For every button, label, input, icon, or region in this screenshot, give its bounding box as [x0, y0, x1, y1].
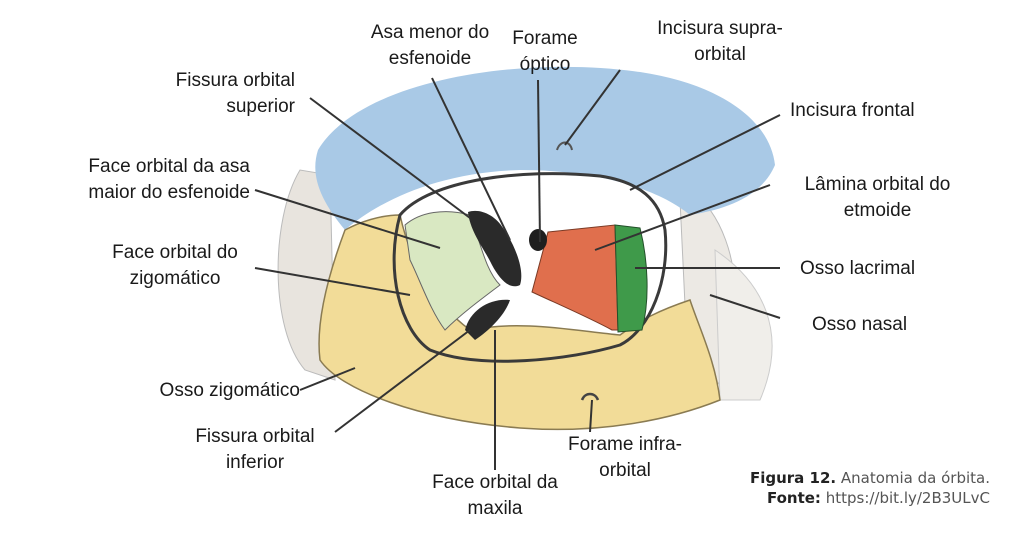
- caption-source: https://bit.ly/2B3ULvC: [825, 489, 990, 507]
- label-asa-menor: Asa menor do esfenoide: [370, 22, 490, 69]
- label-osso-zigomatico: Osso zigomático: [159, 380, 300, 401]
- infraorbital-foramen: [580, 392, 600, 401]
- label-incisura-frontal: Incisura frontal: [790, 100, 915, 121]
- supraorbital-notch: [556, 141, 573, 151]
- label-face-zigomatico: Face orbital do zigomático: [112, 242, 238, 289]
- caption-title: Anatomia da órbita.: [840, 469, 990, 487]
- label-face-asa-maior: Face orbital da asa maior do esfenoide: [88, 156, 250, 203]
- figure-caption: Figura 12. Anatomia da órbita. Fonte: ht…: [700, 468, 990, 508]
- orbital-rim: [392, 172, 668, 363]
- zygomatic-maxilla: [318, 214, 721, 431]
- label-lamina-etmoide: Lâmina orbital do etmoide: [804, 174, 951, 221]
- lacrimal-bone: [614, 224, 648, 333]
- superior-orbital-fissure: [468, 210, 522, 287]
- label-incisura-supra: Incisura supra- orbital: [657, 18, 783, 65]
- caption-source-label: Fonte:: [766, 489, 821, 507]
- label-forame-optico: Forame óptico: [512, 28, 578, 75]
- optic-foramen: [529, 229, 547, 251]
- sphenoid-greater-wing: [404, 211, 501, 331]
- label-forame-infra: Forame infra- orbital: [567, 434, 683, 481]
- frontal-bone: [315, 66, 775, 230]
- caption-figure-number: Figura 12.: [749, 469, 837, 487]
- label-fissura-superior: Fissura orbital superior: [175, 70, 295, 117]
- leader-lines: [254, 69, 781, 470]
- label-face-maxila: Face orbital da maxila: [432, 472, 558, 519]
- ethmoid-lamina: [531, 224, 619, 331]
- label-osso-lacrimal: Osso lacrimal: [800, 258, 916, 279]
- label-osso-nasal: Osso nasal: [812, 314, 908, 335]
- inferior-orbital-fissure: [465, 299, 510, 340]
- label-fissura-inferior: Fissura orbital inferior: [195, 426, 315, 473]
